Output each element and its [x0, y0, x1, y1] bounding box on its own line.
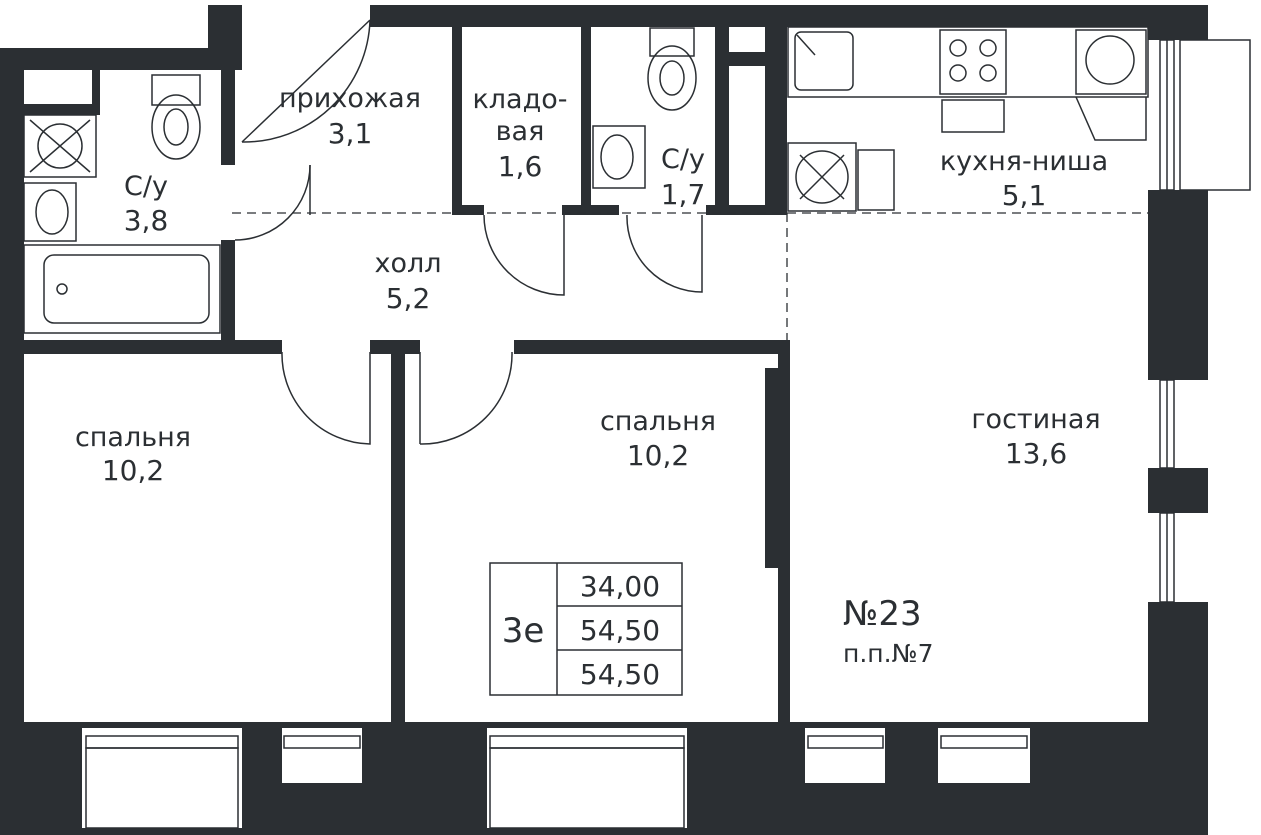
- room-area-kitchen: 5,1: [1002, 179, 1047, 212]
- apartment-type: 3е: [502, 611, 545, 651]
- apartment-info: №23 п.п.№7: [843, 594, 934, 668]
- room-name-living: гостиная: [971, 404, 1100, 435]
- kitchen-counter: [787, 26, 1149, 98]
- kitchen-sink-icon: [794, 31, 854, 91]
- room-area-bedroom-1: 10,2: [102, 454, 164, 487]
- bathtub-icon: [23, 244, 221, 334]
- sink-icon: [23, 182, 77, 242]
- sink-icon: [592, 125, 646, 189]
- area-total-with-balcony: 54,50: [580, 658, 660, 691]
- oven-icon: [941, 99, 1005, 133]
- fixtures: [23, 26, 1149, 334]
- room-name-hallway: прихожая: [279, 83, 421, 114]
- toilet-icon: [647, 27, 697, 111]
- zone-lines: [232, 212, 1148, 340]
- windows: [82, 39, 1251, 829]
- washing-machine-icon: [787, 142, 895, 212]
- room-name-bedroom-1: спальня: [75, 422, 191, 453]
- room-area-bathroom-1: 3,8: [124, 204, 169, 237]
- stove-icon: [939, 29, 1007, 95]
- washing-machine-icon: [23, 114, 97, 178]
- doors: [234, 19, 703, 445]
- room-name-bathroom-1: С/у: [124, 171, 168, 202]
- room-area-hall: 5,2: [386, 282, 431, 315]
- area-living: 34,00: [580, 570, 660, 603]
- apartment-sub: п.п.№7: [843, 639, 934, 668]
- room-area-living: 13,6: [1005, 437, 1067, 470]
- area-total: 54,50: [580, 614, 660, 647]
- room-area-hallway: 3,1: [328, 117, 373, 150]
- room-name-kitchen: кухня-ниша: [940, 146, 1108, 177]
- fridge-icon: [1075, 29, 1147, 141]
- room-name-storage-2: вая: [496, 116, 545, 147]
- area-table: 3е 34,00 54,50 54,50: [489, 562, 683, 696]
- room-area-bedroom-2: 10,2: [627, 439, 689, 472]
- room-name-bedroom-2: спальня: [600, 406, 716, 437]
- room-name-hall: холл: [374, 248, 441, 279]
- toilet-icon: [151, 74, 201, 160]
- room-area-storage: 1,6: [498, 150, 543, 183]
- room-name-storage: кладо-: [472, 84, 567, 115]
- room-name-bathroom-2: С/у: [661, 144, 705, 175]
- apartment-number: №23: [843, 594, 922, 634]
- room-area-bathroom-2: 1,7: [661, 178, 706, 211]
- room-labels: прихожая 3,1 кладо- вая 1,6 С/у 3,8 С/у …: [75, 83, 1108, 487]
